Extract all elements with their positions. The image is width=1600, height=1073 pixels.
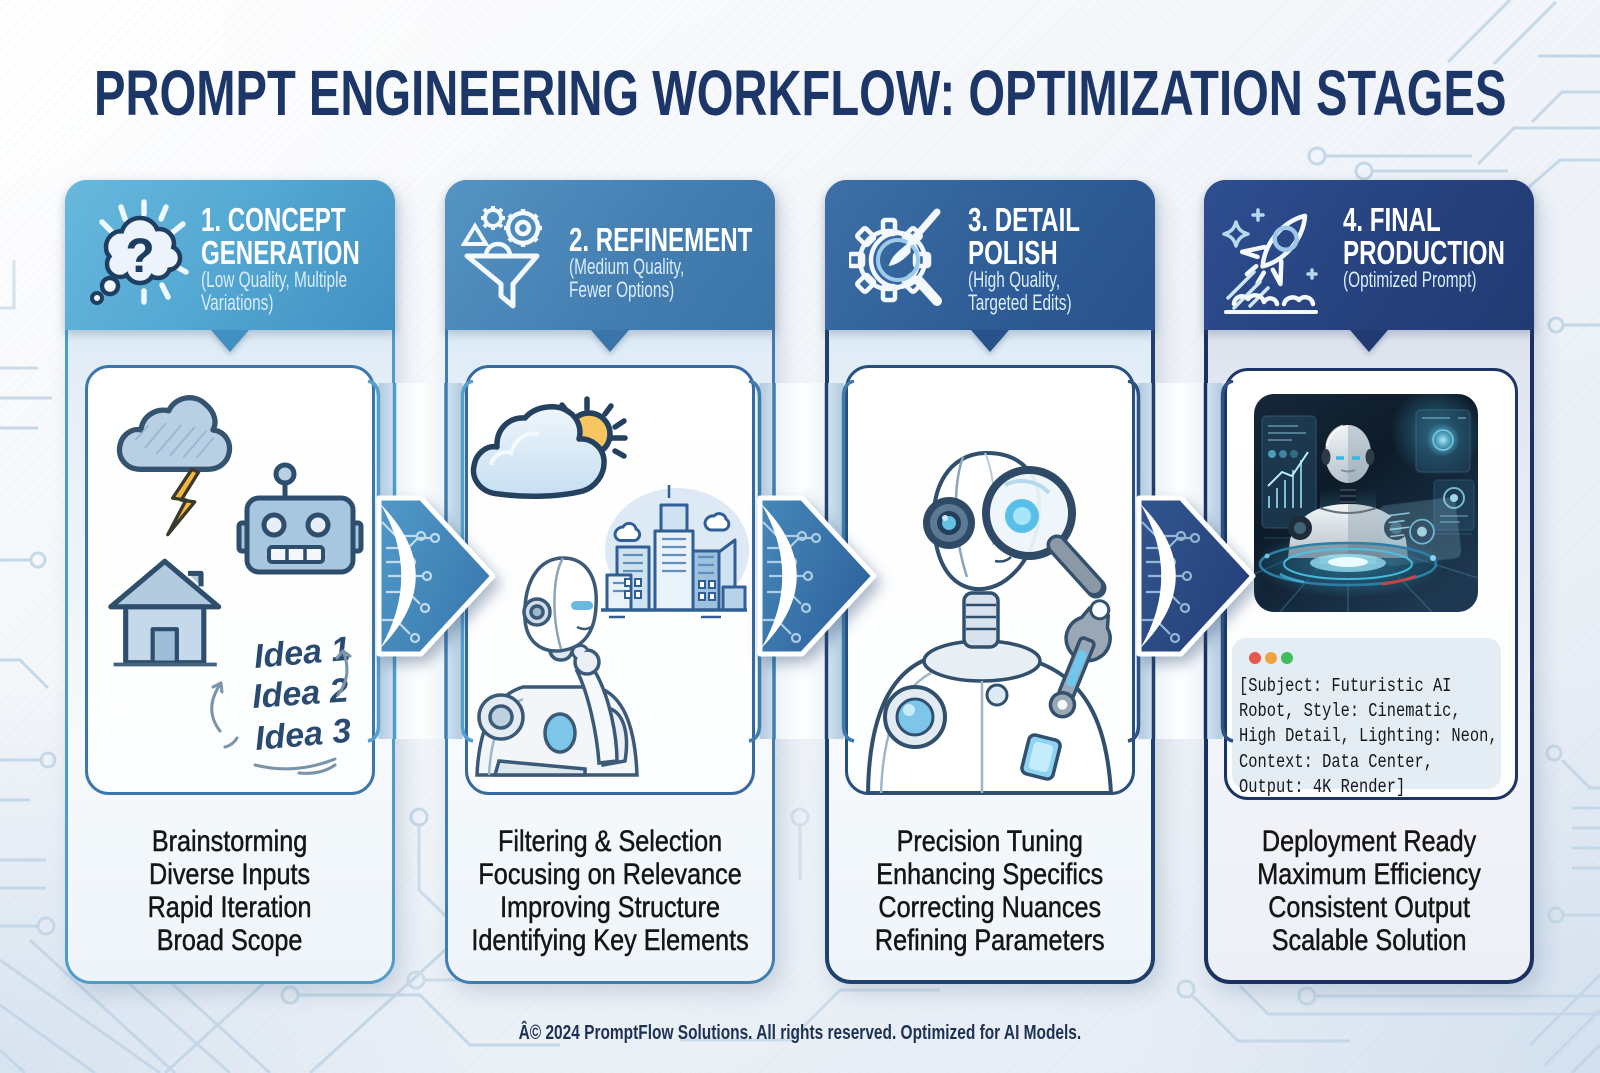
svg-text:?: ? (125, 230, 154, 283)
svg-text:Idea 2: Idea 2 (251, 671, 350, 716)
svg-text:Idea 3: Idea 3 (253, 712, 352, 758)
svg-text:Idea 1: Idea 1 (252, 630, 351, 676)
